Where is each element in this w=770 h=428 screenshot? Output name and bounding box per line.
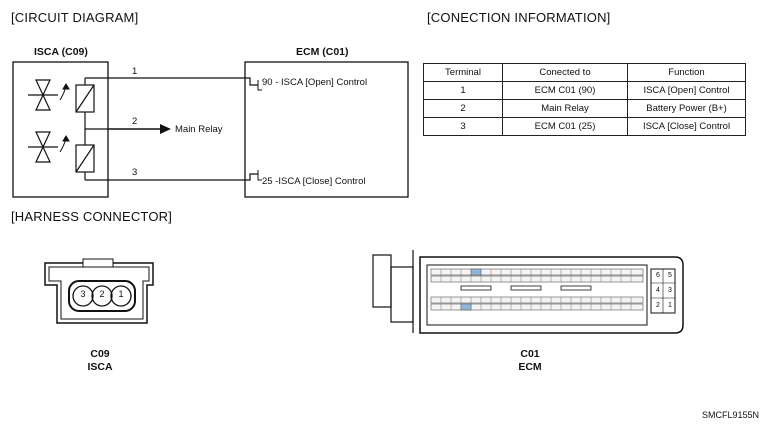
wire-2-label: 2 [132, 116, 138, 127]
c01-small-pin: 4 [656, 287, 660, 294]
header-function: Function [627, 63, 746, 82]
wire-1 [108, 77, 258, 86]
c09-name: ISCA [87, 361, 113, 373]
cell-function: Battery Power (B+) [627, 99, 746, 118]
c01-code: C01 [520, 348, 540, 360]
wire-3-label: 3 [132, 167, 138, 178]
cell-function: ISCA [Open] Control [627, 81, 746, 100]
harness-connector-title: [HARNESS CONNECTOR] [11, 209, 173, 224]
c01-small-pin: 5 [668, 272, 672, 279]
table-row: 3 ECM C01 (25) ISCA [Close] Control [423, 117, 746, 136]
c01-connector-drawing [372, 250, 684, 334]
c01-small-pin: 2 [656, 302, 660, 309]
valve-symbol-bottom [28, 131, 58, 163]
c01-small-pin: 1 [668, 302, 672, 309]
cell-connected-to: Main Relay [502, 99, 628, 118]
main-relay-label: Main Relay [175, 124, 223, 135]
coil-top [75, 84, 95, 113]
wire-3 [108, 173, 258, 181]
ecm-box [244, 61, 409, 198]
ecm-pin-25-label: 25 -ISCA [Close] Control [262, 176, 366, 187]
c01-caption: C01 ECM [500, 348, 560, 374]
circuit-diagram-title: [CIRCUIT DIAGRAM] [11, 10, 139, 25]
figure-code: SMCFL9155N [701, 410, 759, 420]
c09-connector-drawing [44, 258, 154, 324]
cell-connected-to: ECM C01 (25) [502, 117, 628, 136]
cell-terminal: 2 [423, 99, 503, 118]
ecm-pin-90-label: 90 - ISCA [Open] Control [262, 77, 368, 88]
isca-label: ISCA (C09) [34, 46, 88, 58]
c01-name: ECM [518, 361, 542, 373]
ecm-pin-90-highlight [470, 268, 482, 276]
c09-pin: 2 [99, 289, 105, 299]
cell-terminal: 3 [423, 117, 503, 136]
cell-function: ISCA [Close] Control [627, 117, 746, 136]
circuit-diagram [12, 61, 409, 198]
valve-symbol-top [28, 79, 58, 111]
c01-small-pin: 3 [668, 287, 672, 294]
cell-terminal: 1 [423, 81, 503, 100]
connection-table: Terminal Conected to Function 1 ECM C01 … [423, 63, 746, 136]
c09-pin: 3 [80, 289, 86, 299]
header-connected-to: Conected to [502, 63, 628, 82]
cell-connected-to: ECM C01 (90) [502, 81, 628, 100]
main-relay-arrow [160, 124, 171, 134]
coil-bottom [75, 144, 95, 173]
c09-caption: C09 ISCA [70, 348, 130, 374]
table-row: 1 ECM C01 (90) ISCA [Open] Control [423, 81, 746, 100]
header-terminal: Terminal [423, 63, 503, 82]
table-header-row: Terminal Conected to Function [423, 63, 746, 82]
c09-code: C09 [90, 348, 110, 360]
ecm-pin-25-highlight [460, 303, 472, 311]
ecm-label: ECM (C01) [296, 46, 349, 58]
table-row: 2 Main Relay Battery Power (B+) [423, 99, 746, 118]
c01-small-pin: 6 [656, 272, 660, 279]
connection-info-title: [CONECTION INFORMATION] [427, 10, 611, 25]
wire-1-label: 1 [132, 66, 138, 77]
c09-pin: 1 [118, 289, 124, 299]
